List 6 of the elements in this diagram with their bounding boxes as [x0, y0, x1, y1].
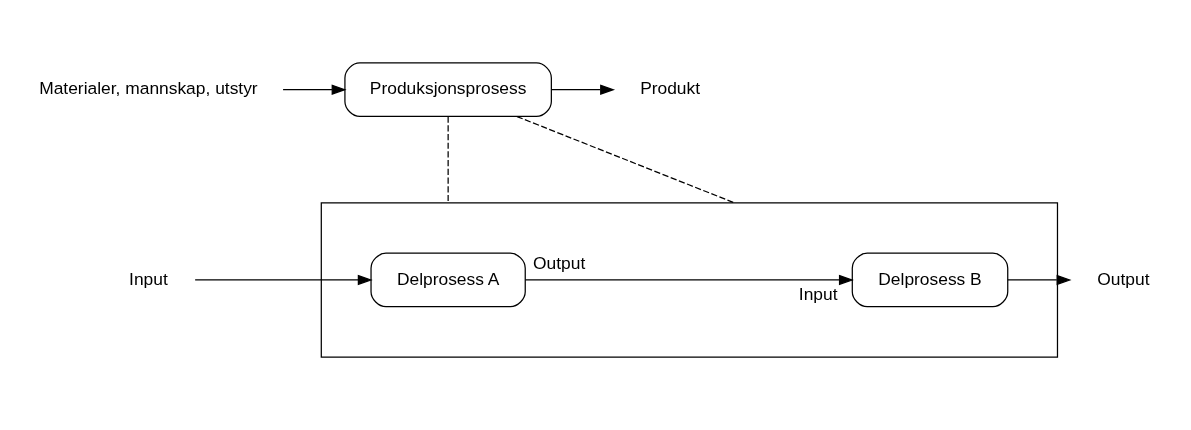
node-text: Output — [1097, 268, 1150, 289]
node-text: Produkt — [640, 78, 701, 99]
label: Input — [798, 284, 838, 305]
node-text: Materialer, mannskap, utstyr — [39, 78, 258, 99]
label: Output — [533, 252, 586, 273]
node-text: Input — [129, 268, 168, 289]
